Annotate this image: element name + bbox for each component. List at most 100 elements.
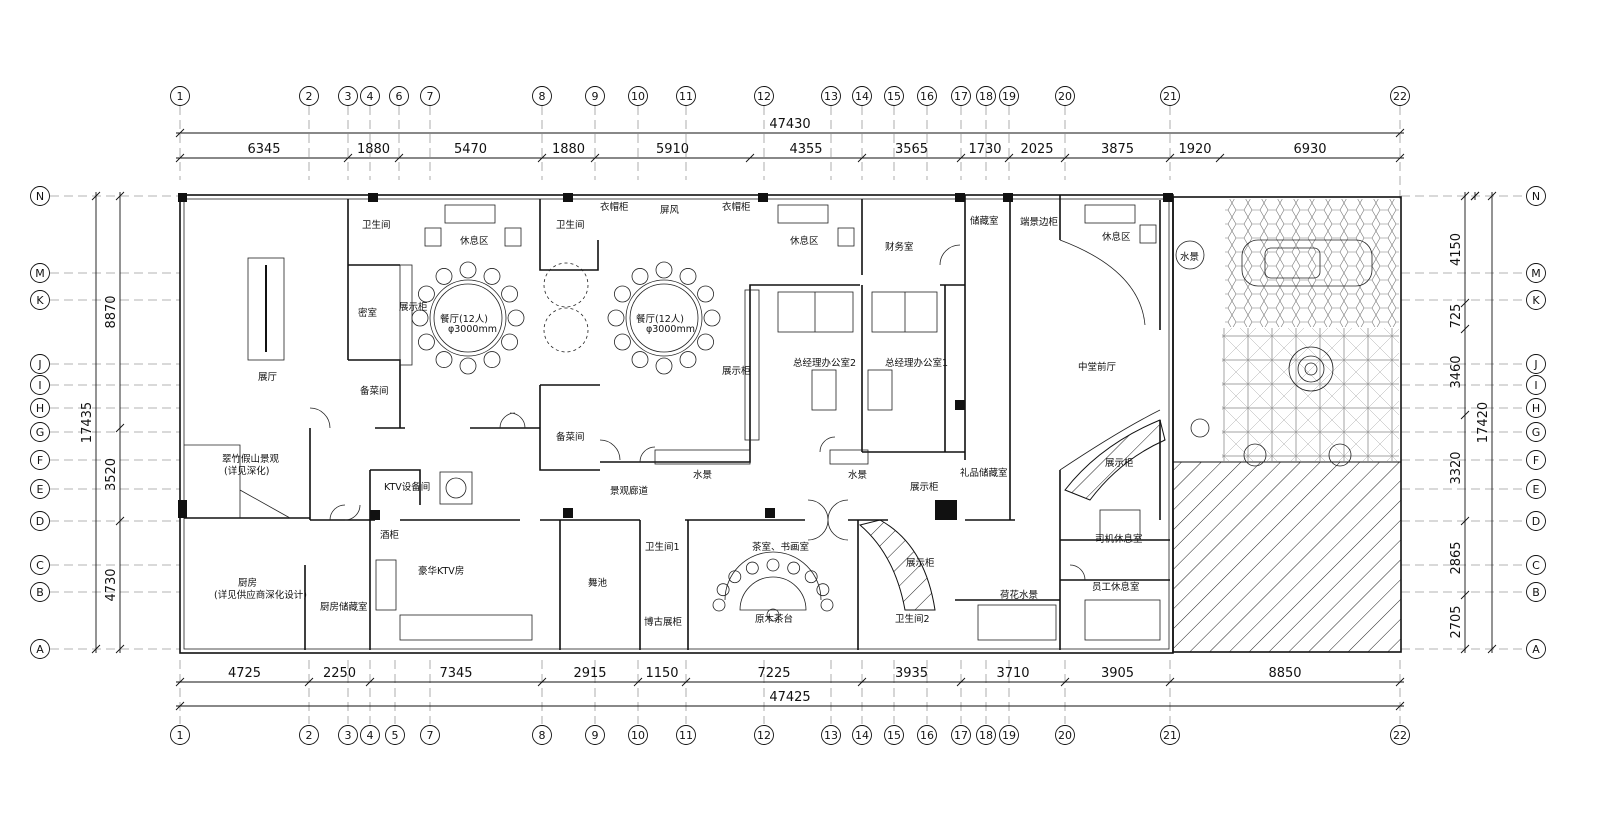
grid-left-G-circle <box>30 422 50 442</box>
dining-table-right <box>625 279 703 357</box>
dim-bottom-label: 7225 <box>757 666 790 681</box>
grid-right-D: D <box>1532 515 1540 528</box>
dim-top-label: 1880 <box>357 142 390 157</box>
label-yimaogui-a: 衣帽柜 <box>600 201 629 213</box>
grid-right-B-circle <box>1526 582 1546 602</box>
dim-top-tick <box>745 153 755 163</box>
grid-bottom-12-circle <box>754 725 774 745</box>
grid-top-1: 1 <box>177 90 184 103</box>
label-canting-b-size: φ3000mm <box>646 324 695 335</box>
label-cuizhu-1: 翠竹假山景观 <box>222 453 280 465</box>
dim-bottom-label: 4725 <box>228 666 261 681</box>
dim-bottom-label: 2250 <box>323 666 356 681</box>
dim-right-tick <box>1460 410 1470 420</box>
label-bogu: 博古展柜 <box>644 616 683 628</box>
tea-stool-1 <box>716 583 730 597</box>
dim-top-tick <box>1004 153 1014 163</box>
grid-right-M: M <box>1531 267 1541 280</box>
dim-left-tick <box>115 516 125 526</box>
room-labels: 展厅 卫生间 卫生间 密室 展示柜 备菜间 备菜间 休息区 休息区 休息区 餐厅… <box>214 201 1199 628</box>
label-chucang: 储藏室 <box>970 215 999 227</box>
grid-left-D: D <box>36 515 44 528</box>
label-weisheng1: 卫生间1 <box>645 541 680 553</box>
label-jiugui: 酒柜 <box>380 529 400 541</box>
chair-1-6 <box>607 309 625 327</box>
grid-bottom-8-circle <box>532 725 552 745</box>
courtyard-tiles <box>1222 328 1399 461</box>
dim-left-tick <box>115 191 125 201</box>
chair-0-7 <box>418 285 435 303</box>
grid-left-G: G <box>36 426 45 439</box>
grid-bottom-20-circle <box>1055 725 1075 745</box>
label-chufang-2: (详见供应商深化设计) <box>214 589 307 601</box>
dim-top-tick <box>956 153 966 163</box>
grid-top-17: 17 <box>954 90 968 103</box>
chair-1-8 <box>631 268 649 285</box>
label-shuijing-b: 水景 <box>848 469 867 481</box>
dim-bottom-tick <box>1165 677 1175 687</box>
dim-right-label: 3320 <box>1449 451 1464 484</box>
dim-top-tick <box>1215 153 1225 163</box>
grid-bottom-4-circle <box>360 725 380 745</box>
label-shuijing-a: 水景 <box>693 469 712 481</box>
grid-bottom-18-circle <box>976 725 996 745</box>
dim-right-label: 2865 <box>1449 541 1464 574</box>
grid-right-G-circle <box>1526 422 1546 442</box>
dim-bottom-label: 1150 <box>645 666 678 681</box>
chair-1-2 <box>679 351 697 368</box>
grid-left-N-circle <box>30 186 50 206</box>
grid-left-F-circle <box>30 450 50 470</box>
grid-left-K: K <box>36 294 44 307</box>
dim-bottom-total-tick <box>1395 701 1405 711</box>
grid-top-1-circle <box>170 86 190 106</box>
dim-right-dummy-tick <box>1470 191 1480 201</box>
dim-bottom-label: 3935 <box>895 666 928 681</box>
grid-right-F-circle <box>1526 450 1546 470</box>
grid-top-4: 4 <box>367 90 374 103</box>
label-chufang-chucang: 厨房储藏室 <box>320 601 368 613</box>
dim-bottom-tick <box>304 677 314 687</box>
grid-left-C: C <box>36 559 44 572</box>
tea-stool-0 <box>712 598 726 612</box>
grid-bottom-3: 3 <box>345 729 352 742</box>
grid-left-I-circle <box>30 375 50 395</box>
tea-stool-3 <box>745 561 759 575</box>
grid-left-N: N <box>36 190 44 203</box>
chair-0-3 <box>459 357 477 375</box>
grid-top-2-circle <box>299 86 319 106</box>
grid-right-B: B <box>1532 586 1540 599</box>
label-xiuxi-a: 休息区 <box>460 235 489 247</box>
grid-right-E: E <box>1533 483 1540 496</box>
dim-top-total-tick <box>1395 128 1405 138</box>
dim-top-tick <box>1395 153 1405 163</box>
grid-left-D-circle <box>30 511 50 531</box>
grid-bottom-15: 15 <box>887 729 901 742</box>
grid-bottom-8: 8 <box>539 729 546 742</box>
grid-top-21-circle <box>1160 86 1180 106</box>
dim-right-tick <box>1460 324 1470 334</box>
grid-bottom-9-circle <box>585 725 605 745</box>
label-beicai-a: 备菜间 <box>360 385 389 397</box>
grid-right-K-circle <box>1526 290 1546 310</box>
grid-top-12-circle <box>754 86 774 106</box>
grid-right-C-circle <box>1526 555 1546 575</box>
grid-right-A-circle <box>1526 639 1546 659</box>
label-zhanshigui-a: 展示柜 <box>399 301 428 313</box>
grid-left-M: M <box>35 267 45 280</box>
grid-bottom-12: 12 <box>757 729 771 742</box>
label-cuizhu-2: (详见深化) <box>224 465 269 477</box>
grid-bottom-13: 13 <box>824 729 838 742</box>
dim-bottom-tick <box>175 677 185 687</box>
dim-right-total-tick <box>1487 191 1497 201</box>
dim-top-tick <box>175 153 185 163</box>
label-chufang-1: 厨房 <box>238 577 257 589</box>
dim-bottom-label: 8850 <box>1268 666 1301 681</box>
dim-top-label: 3565 <box>895 142 928 157</box>
grid-bottom-10: 10 <box>631 729 645 742</box>
grid-top-15: 15 <box>887 90 901 103</box>
dim-top-total-tick <box>175 128 185 138</box>
chair-0-4 <box>435 351 453 368</box>
tea-stool-8 <box>820 598 834 612</box>
dim-right-label: 4150 <box>1449 233 1464 266</box>
dim-top-tick <box>394 153 404 163</box>
